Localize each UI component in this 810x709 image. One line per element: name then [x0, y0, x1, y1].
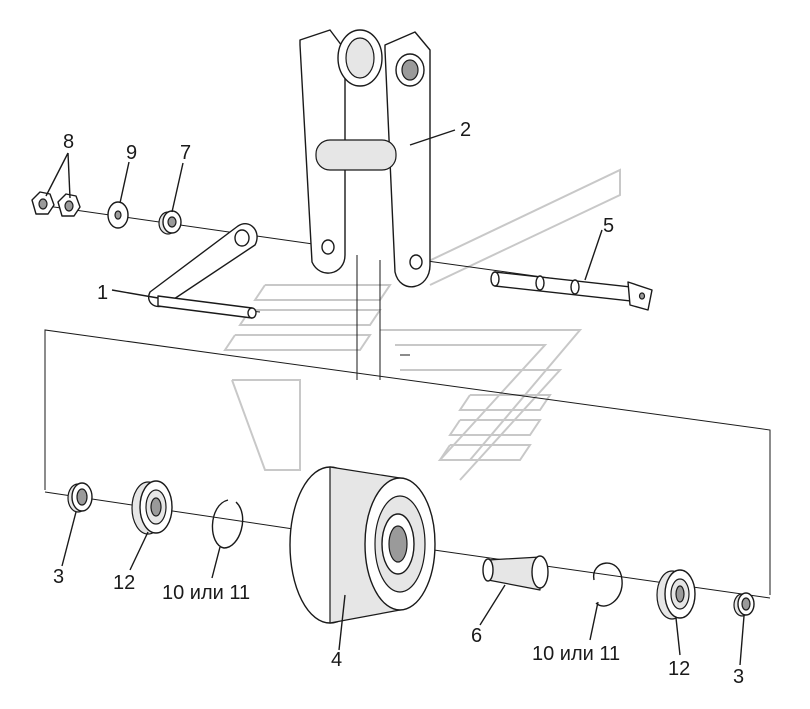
callout-3-right: 3 [733, 666, 744, 688]
callout-4: 4 [331, 649, 342, 671]
callout-12-left: 12 [113, 572, 135, 594]
callout-1: 1 [97, 282, 108, 304]
callout-5: 5 [603, 215, 614, 237]
callout-8: 8 [63, 131, 74, 153]
callout-6: 6 [471, 625, 482, 647]
part-7-bushing [158, 210, 182, 235]
callout-10-left: 10 или 11 [162, 582, 250, 604]
part-12-right-bearing [656, 569, 696, 620]
watermark-logo [223, 168, 621, 481]
part-3-right-spacer [733, 592, 755, 617]
part-4-pulley [289, 466, 436, 624]
callout-3-left: 3 [53, 566, 64, 588]
leader-lines [45, 129, 745, 666]
callout-12-right: 12 [668, 658, 690, 680]
part-2-bracket [299, 29, 431, 288]
part-8-nuts [31, 191, 81, 217]
callout-labels: 8 9 7 2 5 1 3 12 10 или 11 4 6 10 или 11… [53, 119, 744, 688]
part-12-left-bearing [131, 480, 173, 535]
part-10-left-retaining-ring [211, 499, 244, 549]
part-6-sleeve [482, 555, 549, 591]
callout-2: 2 [460, 119, 471, 141]
callout-9: 9 [126, 142, 137, 164]
callout-7: 7 [180, 142, 191, 164]
part-10-right-retaining-ring [593, 562, 623, 607]
callout-10-right: 10 или 11 [532, 643, 620, 665]
part-5-axle-pin [490, 271, 653, 311]
part-3-left-spacer [67, 482, 93, 513]
part-1-lever [148, 223, 258, 319]
part-9-washer [107, 201, 129, 229]
